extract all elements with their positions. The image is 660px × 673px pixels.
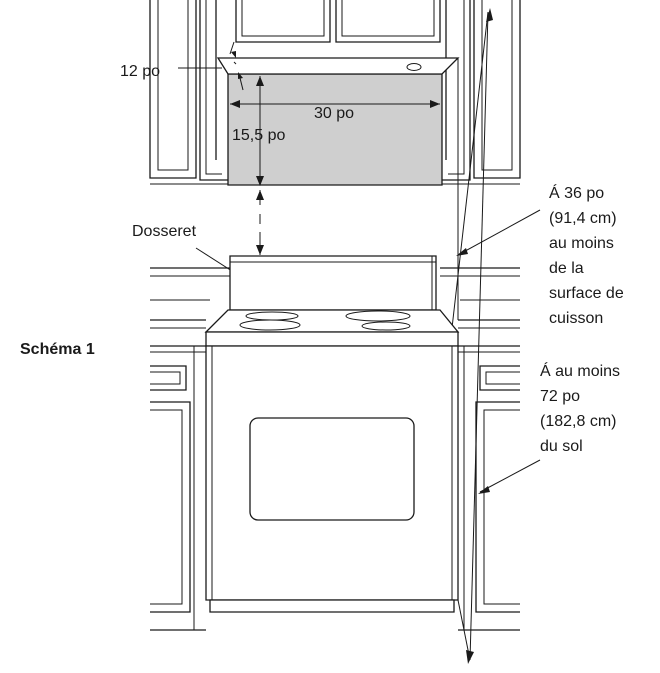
- wall-bands: [150, 267, 520, 301]
- cooktop-clearance-line: au moins: [549, 235, 614, 252]
- width-label: 30 po: [314, 105, 354, 122]
- cooktop-clearance-line: de la: [549, 260, 584, 277]
- backsplash-label: Dosseret: [132, 223, 197, 240]
- lower-cabinets: [150, 319, 520, 631]
- cooktop-clearance-label: Á 36 po (91,4 cm) au moins de la surface…: [549, 183, 624, 327]
- floor-clearance-label: Á au moins 72 po (182,8 cm) du sol: [540, 361, 620, 455]
- dimension-lines: [178, 8, 541, 664]
- cooktop-clearance-line: cuisson: [549, 310, 603, 327]
- floor-clearance-line: 72 po: [540, 388, 580, 405]
- floor-clearance-line: Á au moins: [540, 361, 620, 380]
- upper-cabinets: [149, 0, 521, 185]
- hood-clearance-label: 15,5 po: [232, 127, 285, 144]
- floor-clearance-line: du sol: [540, 438, 583, 455]
- floor-clearance-line: (182,8 cm): [540, 413, 616, 430]
- cooktop-clearance-line: (91,4 cm): [549, 210, 617, 227]
- figure-label: Schéma 1: [20, 341, 95, 358]
- cooktop-clearance-line: Á 36 po: [549, 183, 604, 202]
- depth-label: 12 po: [120, 63, 160, 80]
- range-hood: [216, 57, 460, 186]
- cooktop-clearance-line: surface de: [549, 285, 624, 302]
- range: [204, 255, 460, 613]
